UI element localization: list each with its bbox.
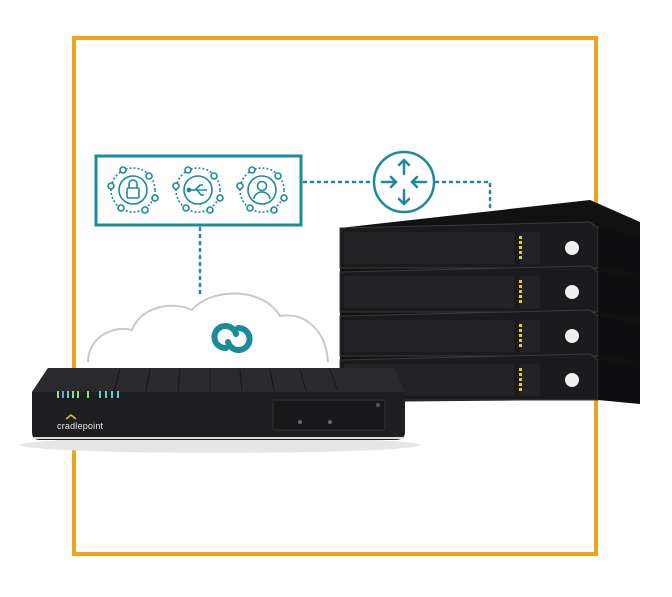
server-led	[519, 236, 522, 239]
user-network-icon	[236, 166, 288, 214]
device-logo-text: cradlepoint	[57, 421, 104, 431]
server-led	[519, 285, 522, 288]
server-led	[519, 290, 522, 293]
server-led	[519, 334, 522, 337]
server-led	[519, 344, 522, 347]
server-led	[519, 378, 522, 381]
server-led	[519, 324, 522, 327]
server-led	[519, 295, 522, 298]
server-handle	[565, 241, 579, 255]
dotted-connectors	[198, 180, 492, 300]
server-led	[519, 339, 522, 342]
server-handle	[565, 373, 579, 387]
server-handle	[565, 329, 579, 343]
cradlepoint-cloud-icon	[211, 323, 253, 353]
server-unit	[339, 265, 640, 316]
server-led	[519, 373, 522, 376]
server-led	[519, 256, 522, 259]
server-led	[519, 280, 522, 283]
router-arrows-icon	[372, 150, 436, 214]
cloud	[87, 292, 329, 363]
server-led	[519, 241, 522, 244]
server-unit	[339, 309, 640, 360]
server-led	[519, 368, 522, 371]
server-unit	[339, 353, 640, 404]
server-handle	[565, 285, 579, 299]
server-led	[519, 251, 522, 254]
server-led	[519, 329, 522, 332]
port-cover	[272, 399, 386, 431]
services-box	[94, 154, 303, 227]
status-leds	[57, 391, 119, 398]
server-led	[519, 300, 522, 303]
server-led	[519, 246, 522, 249]
usb-network-icon	[172, 166, 224, 214]
server-unit	[339, 221, 640, 272]
server-led	[519, 383, 522, 386]
server-stack	[339, 200, 640, 404]
server-led	[519, 388, 522, 391]
cradlepoint-device	[20, 368, 420, 453]
lock-network-icon	[107, 166, 159, 214]
